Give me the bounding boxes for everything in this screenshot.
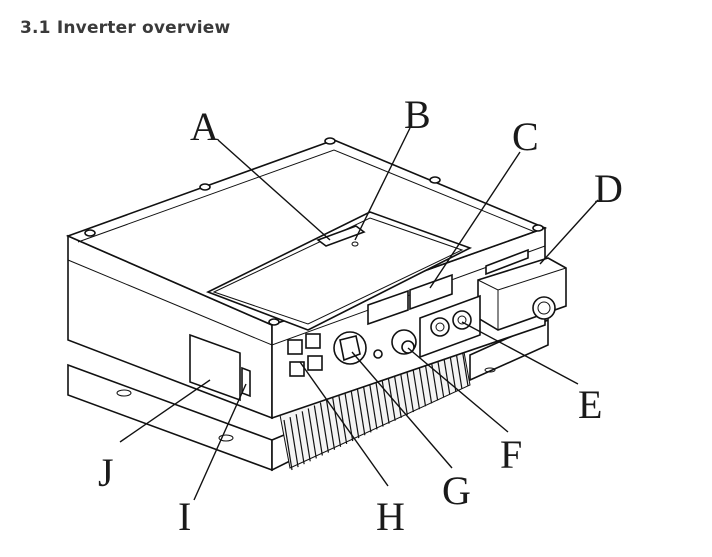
- heat-sink-fin: [331, 396, 342, 447]
- leader-lines: [119, 127, 599, 501]
- side-label: [189, 333, 241, 402]
- callout-a: A: [190, 104, 219, 149]
- callout-e: E: [578, 382, 602, 427]
- led-indicator: [316, 225, 366, 247]
- heat-sink-fin: [307, 408, 317, 459]
- callout-f: F: [500, 432, 522, 477]
- top-screws: [84, 137, 544, 326]
- heat-sink-fin: [350, 388, 360, 439]
- heat-sink-fin: [295, 414, 305, 465]
- housing-top-face: [65, 139, 548, 326]
- heat-sink-fin: [313, 405, 323, 456]
- heat-sink-fin: [344, 390, 354, 442]
- display-window: [205, 211, 473, 331]
- heat-sink-fin: [380, 373, 390, 424]
- callout-labels: A B C D E F G H I J: [98, 92, 623, 539]
- heat-sink-fin: [356, 385, 366, 436]
- callout-c: C: [512, 114, 539, 159]
- heat-sink-fin: [362, 382, 372, 433]
- callout-b: B: [404, 92, 431, 137]
- heat-sink-fin: [319, 402, 330, 453]
- heat-sink-fin: [368, 379, 378, 430]
- heat-sink-fin: [289, 417, 299, 468]
- heat-sink-fin: [325, 399, 336, 450]
- front-components: [287, 248, 567, 377]
- heat-sink-fin: [301, 411, 311, 462]
- callout-h: H: [376, 494, 405, 539]
- heat-sink-fin: [338, 393, 348, 445]
- callout-i: I: [178, 494, 191, 539]
- heat-sink-fin: [374, 376, 384, 427]
- callout-j: J: [98, 450, 114, 495]
- callout-d: D: [594, 166, 623, 211]
- section-heading: 3.1 Inverter overview: [20, 18, 231, 38]
- callout-g: G: [442, 468, 471, 513]
- heat-sink-fin: [283, 419, 293, 471]
